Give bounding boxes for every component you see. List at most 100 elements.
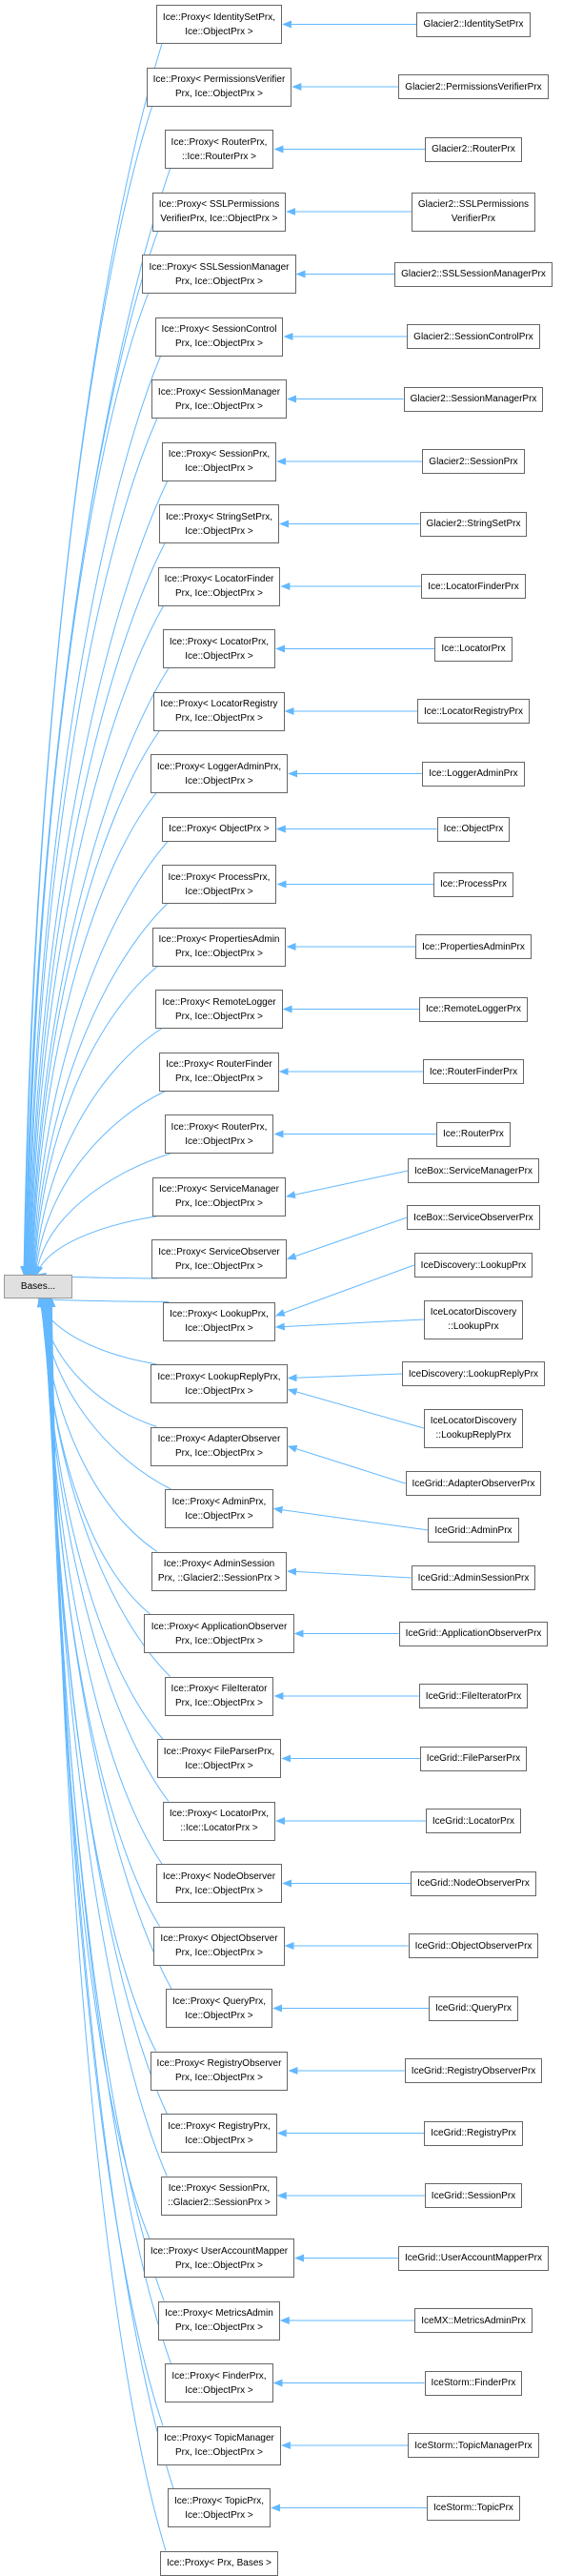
inheritance-edge	[37, 1298, 157, 1365]
inheritance-edge	[29, 841, 169, 1276]
node-derived-class[interactable]: IceStorm::TopicManagerPrx	[408, 2433, 539, 2458]
node-derived-class[interactable]: IceMX::MetricsAdminPrx	[414, 2308, 533, 2333]
node-proxy-template[interactable]: Ice::Proxy< ServiceManager Prx, Ice::Obj…	[152, 1176, 286, 1216]
node-proxy-template[interactable]: Ice::Proxy< FileParserPrx, Ice::ObjectPr…	[156, 1739, 282, 1778]
node-derived-class[interactable]: Ice::RouterPrx	[436, 1121, 511, 1147]
node-derived-class[interactable]: Ice::LocatorRegistryPrx	[417, 699, 530, 724]
node-derived-class[interactable]: IceStorm::TopicPrx	[427, 2495, 520, 2521]
node-proxy-template[interactable]: Ice::Proxy< AdapterObserver Prx, Ice::Ob…	[151, 1426, 288, 1466]
node-derived-class[interactable]: Glacier2::SessionPrx	[422, 449, 525, 474]
node-derived-class[interactable]: IceGrid::FileIteratorPrx	[418, 1684, 529, 1708]
node-proxy-template[interactable]: Ice::Proxy< SessionControl Prx, Ice::Obj…	[154, 317, 284, 357]
node-derived-class[interactable]: IceGrid::RegistryObserverPrx	[404, 2058, 543, 2083]
node-proxy-template[interactable]: Ice::Proxy< SSLPermissions VerifierPrx, …	[151, 192, 287, 232]
node-derived-class[interactable]: IceStorm::FinderPrx	[424, 2370, 523, 2396]
node-derived-class[interactable]: IceLocatorDiscovery ::LookupReplyPrx	[423, 1408, 524, 1448]
node-derived-class[interactable]: Glacier2::IdentitySetPrx	[416, 11, 531, 37]
node-derived-class[interactable]: IceGrid::QueryPrx	[428, 1995, 518, 2021]
node-derived-class[interactable]: Ice::ProcessPrx	[432, 871, 513, 897]
node-proxy-template[interactable]: Ice::Proxy< Prx, Bases >	[159, 2550, 278, 2576]
node-bases-root[interactable]: Bases...	[4, 1275, 72, 1298]
inheritance-edge	[274, 1319, 424, 1331]
node-derived-class[interactable]: IceLocatorDiscovery ::LookupPrx	[423, 1299, 524, 1339]
node-derived-class[interactable]: Glacier2::RouterPrx	[425, 136, 522, 162]
node-proxy-template[interactable]: Ice::Proxy< RegistryPrx, Ice::ObjectPrx …	[161, 2114, 277, 2153]
inheritance-edge	[287, 1444, 406, 1484]
node-derived-class[interactable]: Ice::LocatorFinderPrx	[421, 574, 526, 599]
node-proxy-template[interactable]: Ice::Proxy< MetricsAdmin Prx, Ice::Objec…	[158, 2300, 280, 2341]
node-derived-class[interactable]: IceGrid::NodeObserverPrx	[411, 1871, 536, 1896]
node-proxy-template[interactable]: Ice::Proxy< FileIterator Prx, Ice::Objec…	[164, 1676, 274, 1716]
node-proxy-template[interactable]: Ice::Proxy< TopicPrx, Ice::ObjectPrx >	[167, 2488, 271, 2527]
inheritance-edge	[286, 1216, 408, 1260]
node-proxy-template[interactable]: Ice::Proxy< FinderPrx, Ice::ObjectPrx >	[165, 2363, 273, 2402]
node-proxy-template[interactable]: Ice::Proxy< SessionManager Prx, Ice::Obj…	[151, 379, 288, 419]
node-derived-class[interactable]: Glacier2::PermissionsVerifierPrx	[398, 74, 549, 99]
node-proxy-template[interactable]: Ice::Proxy< AdminPrx, Ice::ObjectPrx >	[165, 1489, 273, 1528]
node-proxy-template[interactable]: Ice::Proxy< SessionPrx, Ice::ObjectPrx >	[161, 441, 277, 481]
node-proxy-template[interactable]: Ice::Proxy< RegistryObserver Prx, Ice::O…	[150, 2051, 289, 2091]
node-proxy-template[interactable]: Ice::Proxy< RouterPrx, ::Ice::RouterPrx …	[164, 130, 274, 169]
inheritance-edge	[20, 106, 153, 1276]
inheritance-edge	[287, 1373, 402, 1382]
node-proxy-template[interactable]: Ice::Proxy< ApplicationObserver Prx, Ice…	[144, 1614, 294, 1653]
node-proxy-template[interactable]: Ice::Proxy< AdminSession Prx, ::Glacier2…	[151, 1551, 288, 1591]
node-derived-class[interactable]: Ice::RouterFinderPrx	[422, 1059, 525, 1084]
node-proxy-template[interactable]: Ice::Proxy< IdentitySetPrx, Ice::ObjectP…	[155, 5, 283, 44]
node-proxy-template[interactable]: Ice::Proxy< PermissionsVerifier Prx, Ice…	[146, 67, 292, 107]
node-proxy-template[interactable]: Ice::Proxy< LocatorPrx, ::Ice::LocatorPr…	[162, 1801, 276, 1841]
node-derived-class[interactable]: IceGrid::LocatorPrx	[425, 1809, 522, 1833]
node-derived-class[interactable]: IceGrid::AdapterObserverPrx	[405, 1471, 542, 1496]
node-derived-class[interactable]: IceDiscovery::LookupPrx	[413, 1253, 533, 1278]
inheritance-edge	[287, 1388, 424, 1429]
node-proxy-template[interactable]: Ice::Proxy< SSLSessionManager Prx, Ice::…	[142, 255, 296, 294]
node-derived-class[interactable]: IceGrid::ObjectObserverPrx	[408, 1933, 539, 1958]
node-derived-class[interactable]: Ice::LocatorPrx	[434, 636, 513, 662]
node-proxy-template[interactable]: Ice::Proxy< LocatorFinder Prx, Ice::Obje…	[157, 566, 281, 606]
node-derived-class[interactable]: IceGrid::AdminPrx	[428, 1518, 519, 1543]
node-proxy-template[interactable]: Ice::Proxy< QueryPrx, Ice::ObjectPrx >	[165, 1989, 273, 2028]
node-proxy-template[interactable]: Ice::Proxy< StringSetPrx, Ice::ObjectPrx…	[159, 504, 279, 543]
node-proxy-template[interactable]: Ice::Proxy< LoggerAdminPrx, Ice::ObjectP…	[150, 754, 289, 793]
inheritance-edge	[22, 231, 159, 1276]
node-proxy-template[interactable]: Ice::Proxy< NodeObserver Prx, Ice::Objec…	[155, 1864, 283, 1903]
node-proxy-template[interactable]: Ice::Proxy< LookupReplyPrx, Ice::ObjectP…	[151, 1364, 288, 1403]
node-derived-class[interactable]: Glacier2::SessionControlPrx	[407, 324, 540, 349]
node-proxy-template[interactable]: Ice::Proxy< RouterPrx, Ice::ObjectPrx >	[164, 1114, 274, 1154]
node-derived-class[interactable]: Glacier2::StringSetPrx	[419, 511, 528, 537]
node-derived-class[interactable]: IceGrid::SessionPrx	[424, 2183, 523, 2208]
node-proxy-template[interactable]: Ice::Proxy< UserAccountMapper Prx, Ice::…	[143, 2239, 295, 2278]
node-proxy-template[interactable]: Ice::Proxy< ObjectPrx >	[162, 816, 276, 842]
node-derived-class[interactable]: Ice::PropertiesAdminPrx	[415, 934, 532, 959]
node-derived-class[interactable]: IceGrid::RegistryPrx	[424, 2120, 523, 2146]
node-derived-class[interactable]: Ice::ObjectPrx	[436, 816, 511, 842]
node-derived-class[interactable]: Ice::LoggerAdminPrx	[422, 761, 525, 787]
node-derived-class[interactable]: Glacier2::SessionManagerPrx	[403, 386, 544, 412]
node-derived-class[interactable]: Glacier2::SSLSessionManagerPrx	[394, 261, 553, 287]
inheritance-edge	[28, 730, 160, 1276]
node-proxy-template[interactable]: Ice::Proxy< ServiceObserver Prx, Ice::Ob…	[151, 1239, 287, 1278]
node-derived-class[interactable]: IceGrid::FileParserPrx	[419, 1746, 528, 1771]
node-proxy-template[interactable]: Ice::Proxy< ObjectObserver Prx, Ice::Obj…	[153, 1926, 285, 1966]
node-proxy-template[interactable]: Ice::Proxy< SessionPrx, ::Glacier2::Sess…	[161, 2176, 277, 2216]
node-proxy-template[interactable]: Ice::Proxy< ProcessPrx, Ice::ObjectPrx >	[161, 865, 277, 904]
node-derived-class[interactable]: IceBox::ServiceManagerPrx	[408, 1158, 539, 1183]
node-proxy-template[interactable]: Ice::Proxy< LocatorPrx, Ice::ObjectPrx >	[162, 629, 276, 668]
node-derived-class[interactable]: Ice::RemoteLoggerPrx	[418, 996, 529, 1022]
inheritance-edge	[274, 1264, 414, 1317]
inheritance-edge	[32, 1091, 166, 1276]
node-proxy-template[interactable]: Ice::Proxy< LocatorRegistry Prx, Ice::Ob…	[153, 691, 285, 731]
node-derived-class[interactable]: IceGrid::AdminSessionPrx	[411, 1565, 536, 1590]
inheritance-edge	[272, 1505, 429, 1531]
node-derived-class[interactable]: IceGrid::ApplicationObserverPrx	[398, 1621, 549, 1646]
node-proxy-template[interactable]: Ice::Proxy< TopicManager Prx, Ice::Objec…	[157, 2425, 281, 2465]
node-proxy-template[interactable]: Ice::Proxy< RemoteLogger Prx, Ice::Objec…	[155, 990, 283, 1029]
inheritance-edge	[37, 1296, 170, 1304]
node-proxy-template[interactable]: Ice::Proxy< LookupPrx, Ice::ObjectPrx >	[163, 1301, 275, 1341]
node-proxy-template[interactable]: Ice::Proxy< PropertiesAdmin Prx, Ice::Ob…	[151, 927, 287, 967]
node-derived-class[interactable]: IceGrid::UserAccountMapperPrx	[398, 2245, 549, 2271]
node-derived-class[interactable]: IceDiscovery::LookupReplyPrx	[401, 1361, 546, 1386]
node-derived-class[interactable]: Glacier2::SSLPermissions VerifierPrx	[411, 192, 536, 232]
node-derived-class[interactable]: IceBox::ServiceObserverPrx	[407, 1205, 540, 1230]
node-proxy-template[interactable]: Ice::Proxy< RouterFinder Prx, Ice::Objec…	[159, 1052, 279, 1092]
